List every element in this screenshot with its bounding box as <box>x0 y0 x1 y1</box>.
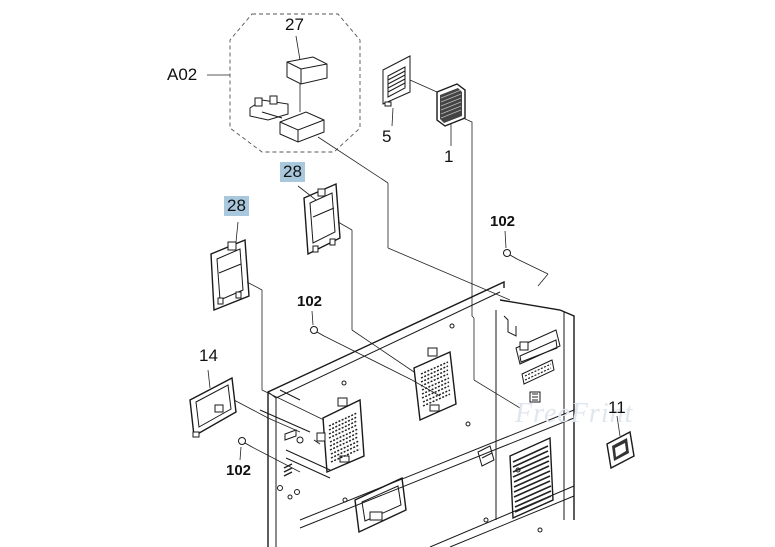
panel-slots-upper-right <box>515 329 561 403</box>
callout-102-right: 102 <box>490 213 516 230</box>
part-5-filter-frame <box>382 55 438 127</box>
part-14-cover <box>189 369 269 438</box>
part-1-filter <box>436 83 475 319</box>
callout-102-mid: 102 <box>297 293 323 310</box>
part-28-upper-plate <box>297 182 353 330</box>
vent-grille-left <box>322 397 365 474</box>
main-cabinet-panel <box>259 280 575 547</box>
screw-102-mid <box>310 310 413 381</box>
callout-5: 5 <box>382 127 392 146</box>
vent-grille-right-large <box>509 436 554 520</box>
callout-11: 11 <box>608 398 626 417</box>
callout-27: 27 <box>285 15 304 34</box>
panel-cutout-lower <box>277 429 407 534</box>
panel-bracket-mid <box>477 445 495 467</box>
leader-lines <box>261 247 521 433</box>
vent-grille-center <box>413 347 457 422</box>
callout-1: 1 <box>444 147 454 166</box>
part-27-cover <box>286 35 328 112</box>
callout-102-bottom: 102 <box>226 462 252 479</box>
callout-14: 14 <box>199 346 218 365</box>
screw-102-right <box>503 230 549 287</box>
watermark-text: FreeFrint <box>515 398 634 429</box>
part-28-left-plate <box>210 221 263 390</box>
assembly-a02-boundary <box>207 13 361 153</box>
assembly-a02-tray <box>249 95 389 248</box>
callout-a02: A02 <box>167 65 198 84</box>
callout-28-upper: 28 <box>280 162 305 182</box>
part-11-square <box>606 415 635 470</box>
callout-28-left: 28 <box>224 196 249 216</box>
